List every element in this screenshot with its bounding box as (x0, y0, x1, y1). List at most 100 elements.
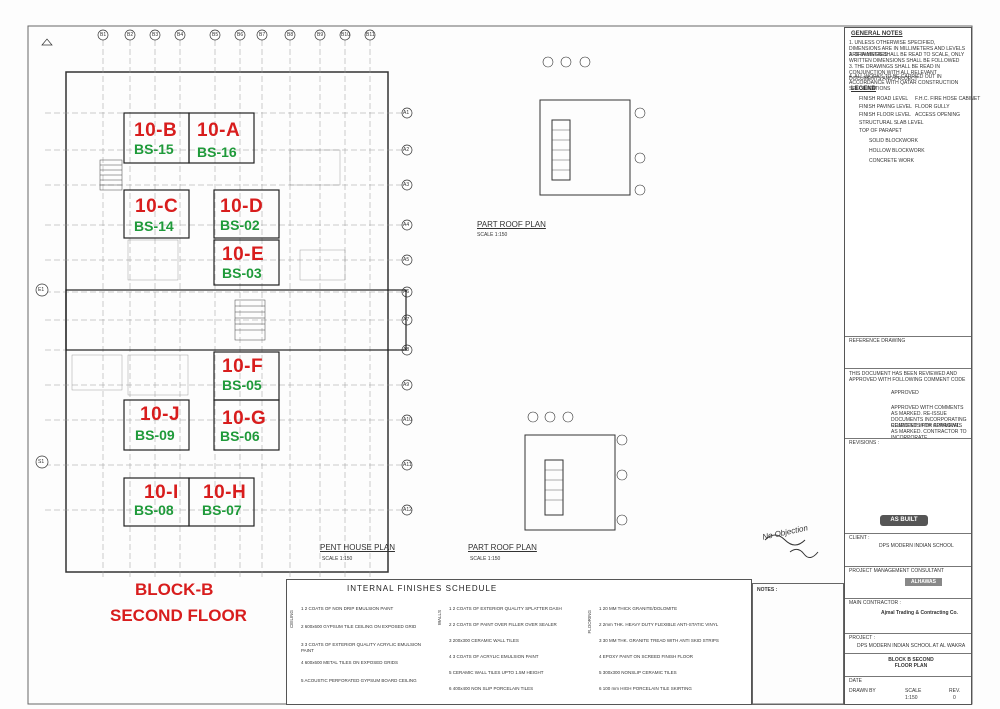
flooring-header: FLOORING (587, 610, 592, 634)
ceiling-item: 3 3 COATS OF EXTERIOR QUALITY ACRYLIC EM… (301, 642, 422, 653)
part-roof-plan-lower-title: PART ROOF PLAN (468, 543, 537, 552)
project-name: DPS MODERN INDIAN SCHOOL AT AL WAKRA (857, 643, 966, 649)
room-code: BS-15 (134, 141, 174, 157)
notes-box: NOTES : (752, 583, 844, 705)
ceiling-header: CEILING (289, 610, 294, 629)
ceiling-item: 2 600x600 GYPSUM TILE CEILING ON EXPOSED… (301, 624, 417, 629)
general-notes-header: GENERAL NOTES (851, 31, 903, 37)
drawing-title: BLOCK B SECOND FLOOR PLAN (888, 657, 934, 669)
grid-label: A9 (403, 382, 410, 388)
client-label: CLIENT : (849, 535, 870, 541)
rev-label: REV. (949, 688, 961, 694)
grid-label: B3 (152, 32, 159, 38)
room-name: 10-J (140, 404, 181, 425)
pmc-name: ALHAWAS (905, 578, 942, 586)
floor-item: 2 2mm THK. HEAVY DUTY FLEXIBLE ANTI-STAT… (599, 622, 719, 627)
grid-label: S1 (38, 459, 45, 465)
room-name: 10-H (203, 482, 247, 503)
grid-label: A5 (403, 257, 410, 263)
general-note: 3. THE DRAWINGS SHALL BE READ IN CONJUNC… (849, 64, 940, 82)
room-code: BS-09 (135, 427, 175, 443)
grid-label: A6 (403, 289, 410, 295)
ceiling-item: 4 600x600 METAL TILES ON EXPOSED GRIDS (301, 660, 398, 665)
grid-label: A10 (403, 417, 412, 423)
wall-item: 1 2 COATS OF EXTERIOR QUALITY SPLATTER D… (449, 606, 562, 611)
room-name: 10-B (134, 120, 178, 141)
legend-item: STRUCTURAL SLAB LEVEL (859, 120, 924, 126)
room-name: 10-D (220, 196, 264, 217)
room-code: BS-03 (222, 265, 262, 281)
wall-item: 4 3 COATS OF ACRYLIC EMULSION PAINT (449, 654, 539, 659)
floor-item: 3 30 MM THK. GRANITE TREAD WITH ANTI SKI… (599, 638, 719, 643)
grid-label: A2 (403, 147, 410, 153)
floor-item: 1 20 MM THICK GRANITE/DOLOMITE (599, 606, 678, 611)
part-roof-plan-lower-scale: SCALE 1:150 (470, 556, 501, 562)
grid-label: B4 (177, 32, 184, 38)
grid-label: A8 (403, 347, 410, 353)
penthouse-plan-scale: SCALE 1:150 (322, 556, 353, 562)
date-label: DATE (849, 678, 862, 684)
room-name: 10-I (144, 482, 179, 503)
part-roof-plan-scale: SCALE 1:150 (477, 232, 508, 238)
room-code: BS-08 (134, 502, 174, 518)
walls-header: WALLS (437, 610, 442, 626)
review-statement: THIS DOCUMENT HAS BEEN REVIEWED AND APPR… (849, 371, 966, 383)
grid-label: B6 (237, 32, 244, 38)
legend-header: LEGEND (851, 86, 877, 92)
general-note: 1. UNLESS OTHERWISE SPECIFIED, DIMENSION… (849, 40, 966, 58)
wall-item: 5 CERAMIC WALL TILES UPTO 1.5M HEIGHT (449, 670, 544, 675)
notes-header: NOTES : (757, 587, 778, 593)
legend-item: ACCESS OPENING (915, 112, 961, 118)
grid-label: B11 (366, 32, 375, 38)
grid-label: A4 (403, 222, 410, 228)
legend-item: FLOOR GULLY (915, 104, 950, 110)
legend-item: F.H.C. FIRE HOSE CABINET (915, 96, 981, 102)
room-name: 10-C (135, 196, 179, 217)
grid-label: B5 (212, 32, 219, 38)
grid-label: B9 (317, 32, 324, 38)
scale-label: SCALE (905, 688, 922, 694)
grid-label: B10 (341, 32, 350, 38)
grid-label: A11 (403, 462, 412, 468)
grid-label: A1 (403, 110, 410, 116)
wall-item: 3 200x300 CERAMIC WALL TILES (449, 638, 519, 643)
general-note: 4. ALL WORKS TO BE CARRIED OUT IN ACCORD… (849, 74, 959, 92)
title-block: GENERAL NOTES 1. UNLESS OTHERWISE SPECIF… (844, 27, 980, 705)
room-code: BS-16 (197, 144, 237, 160)
general-note: 2. DRAWINGS SHALL BE READ TO SCALE, ONLY… (849, 52, 965, 64)
floor-item: 5 300x300 NONSLIP CERAMIC TILES (599, 670, 677, 675)
legend-item: HOLLOW BLOCKWORK (869, 148, 925, 154)
legend-item: FINISH PAVING LEVEL (859, 104, 912, 110)
legend-item: CONCRETE WORK (869, 158, 914, 164)
scale-value: 1:150 (905, 695, 918, 701)
floor-title: SECOND FLOOR (110, 606, 247, 625)
legend-item: FINISH FLOOR LEVEL (859, 112, 911, 118)
room-code: BS-02 (220, 217, 260, 233)
part-roof-plan-title: PART ROOF PLAN (477, 220, 546, 229)
drawn-by-label: DRAWN BY (849, 688, 876, 694)
grid-label: B2 (127, 32, 134, 38)
code-approved-comments: APPROVED WITH COMMENTS AS MARKED. RE-ISS… (891, 405, 967, 429)
reference-drawing-label: REFERENCE DRAWING (849, 338, 906, 344)
grid-label: E1 (38, 287, 45, 293)
room-name: 10-A (197, 120, 241, 141)
grid-label: A7 (403, 317, 410, 323)
schedule-title: INTERNAL FINISHES SCHEDULE (347, 584, 498, 593)
room-name: 10-F (222, 356, 264, 377)
floor-item: 4 EPOXY PAINT ON SCREED FINISH FLOOR (599, 654, 694, 659)
revisions-label: REVISIONS : (849, 440, 880, 446)
grid-label: A3 (403, 182, 410, 188)
code-approved: APPROVED (891, 390, 919, 396)
legend-item: TOP OF PARAPET (859, 128, 902, 134)
penthouse-plan-title: PENT HOUSE PLAN (320, 543, 395, 552)
room-name: 10-E (222, 244, 265, 265)
rev-value: 0 (953, 695, 956, 701)
room-code: BS-05 (222, 377, 262, 393)
contractor-name: Ajmal Trading & Contracting Co. (881, 610, 958, 616)
grid-label: B8 (287, 32, 294, 38)
grid-label: B1 (100, 32, 107, 38)
legend-item: FINISH ROAD LEVEL (859, 96, 909, 102)
block-title: BLOCK-B (135, 580, 214, 599)
client-name: DPS MODERN INDIAN SCHOOL (879, 543, 954, 549)
